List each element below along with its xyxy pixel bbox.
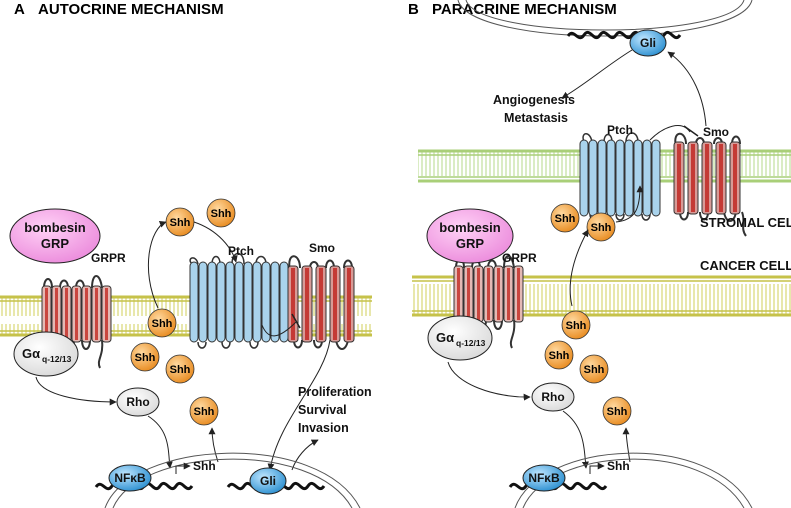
panel-b-gli: Gli — [629, 29, 667, 57]
panel-b-smo-label: Smo — [703, 125, 729, 139]
panel-b-shh-1-label: Shh — [555, 213, 576, 225]
panel-a-shh-2-label: Shh — [211, 208, 232, 220]
panel-b-bombesin-ligand: bombesin GRP — [426, 208, 514, 264]
panel-a-outcome-1: Proliferation — [298, 385, 372, 399]
panel-a-outcome-2: Survival — [298, 403, 347, 417]
panel-b-rho: Rho — [531, 382, 575, 412]
panel-b-shh-5: Shh — [579, 354, 609, 384]
panel-a-bombesin-label: bombesin — [24, 220, 85, 235]
panel-b-arrows — [447, 49, 707, 469]
panel-b-cancer-cell-label: CANCER CELL — [700, 258, 791, 273]
panel-b-shh-4-label: Shh — [549, 350, 570, 362]
panel-b-nfkb: NFκB — [522, 464, 566, 492]
panel-a-rho: Rho — [116, 387, 160, 417]
panel-b-shh-4: Shh — [544, 340, 574, 370]
panel-b-shh-2-label: Shh — [591, 222, 612, 234]
panel-a-arrows — [35, 220, 331, 471]
panel-b-gli-label: Gli — [640, 36, 656, 50]
panel-a-ptch-label: Ptch — [228, 244, 254, 258]
panel-a-gli-label: Gli — [260, 474, 276, 488]
panel-b-outcome-1: Angiogenesis — [493, 93, 575, 107]
panel-b-g-alpha: Gα q-12/13 — [427, 315, 493, 361]
panel-b-shh-5-label: Shh — [584, 364, 605, 376]
panel-a-grp-label: GRP — [41, 236, 70, 251]
panel-b-shh-6-label: Shh — [607, 406, 628, 418]
panel-a-shh-3-label: Shh — [152, 318, 173, 330]
panel-a-shh-5: Shh — [165, 354, 195, 384]
panel-a-nfkb: NFκB — [108, 464, 152, 492]
panel-b: B PARACRINE MECHANISM Gli Angiogenesis M… — [408, 0, 791, 508]
panel-a-grpr-label: GRPR — [91, 251, 126, 265]
panel-a-g-alpha-label: Gα — [22, 346, 40, 361]
panel-b-letter: B — [408, 1, 419, 18]
panel-a-shh-gene-label: Shh — [193, 459, 216, 473]
panel-a-rho-label: Rho — [126, 395, 149, 409]
panel-a-smo-label: Smo — [309, 241, 335, 255]
panel-b-g-alpha-label: Gα — [436, 330, 454, 345]
panel-b-shh-gene-label: Shh — [607, 459, 630, 473]
panel-b-stromal-cell-label: STROMAL CELL — [700, 215, 791, 230]
panel-b-ptch — [579, 132, 661, 221]
panel-a-shh-4: Shh — [130, 342, 160, 372]
panel-a-smo — [287, 255, 355, 350]
panel-a-nfkb-label: NFκB — [114, 471, 146, 485]
panel-b-outcome-2: Metastasis — [504, 111, 568, 125]
panel-a-shh-6-label: Shh — [194, 406, 215, 418]
panel-a-shh-6: Shh — [189, 396, 219, 426]
panel-b-rho-label: Rho — [541, 390, 564, 404]
panel-a-ptch — [189, 252, 289, 349]
panel-a: A AUTOCRINE MECHANISM — [0, 1, 372, 508]
panel-b-outcomes: Angiogenesis Metastasis — [493, 93, 575, 125]
panel-a-shh-1-label: Shh — [170, 217, 191, 229]
panel-a-gli: Gli — [249, 467, 287, 495]
panel-a-shh-1: Shh — [165, 207, 195, 237]
panel-b-nfkb-label: NFκB — [528, 471, 560, 485]
panel-b-bombesin-label: bombesin — [439, 220, 500, 235]
panel-a-shh-5-label: Shh — [170, 364, 191, 376]
panel-b-shh-6: Shh — [602, 396, 632, 426]
panel-a-shh-2: Shh — [206, 198, 236, 228]
panel-a-g-alpha-sub: q-12/13 — [42, 354, 72, 364]
panel-b-ptch-label: Ptch — [607, 123, 633, 137]
panel-a-shh-4-label: Shh — [135, 352, 156, 364]
panel-a-shh-3: Shh — [147, 308, 177, 338]
panel-b-shh-1: Shh — [550, 203, 580, 233]
panel-b-shh-3-label: Shh — [566, 320, 587, 332]
panel-b-grpr-label: GRPR — [502, 251, 537, 265]
panel-b-shh-3: Shh — [561, 310, 591, 340]
panel-a-letter: A — [14, 1, 25, 18]
panel-b-g-alpha-sub: q-12/13 — [456, 338, 486, 348]
panel-a-outcome-3: Invasion — [298, 421, 349, 435]
panel-a-g-alpha: Gα q-12/13 — [13, 331, 79, 377]
panel-b-grp-label: GRP — [456, 236, 485, 251]
panel-a-outcomes: Proliferation Survival Invasion — [298, 385, 372, 435]
panel-a-bombesin-ligand: bombesin GRP — [9, 208, 101, 264]
panel-b-shh-2: Shh — [586, 212, 616, 242]
panel-b-smo — [673, 132, 747, 237]
panel-a-title: AUTOCRINE MECHANISM — [38, 1, 224, 18]
panel-b-title: PARACRINE MECHANISM — [432, 1, 617, 18]
